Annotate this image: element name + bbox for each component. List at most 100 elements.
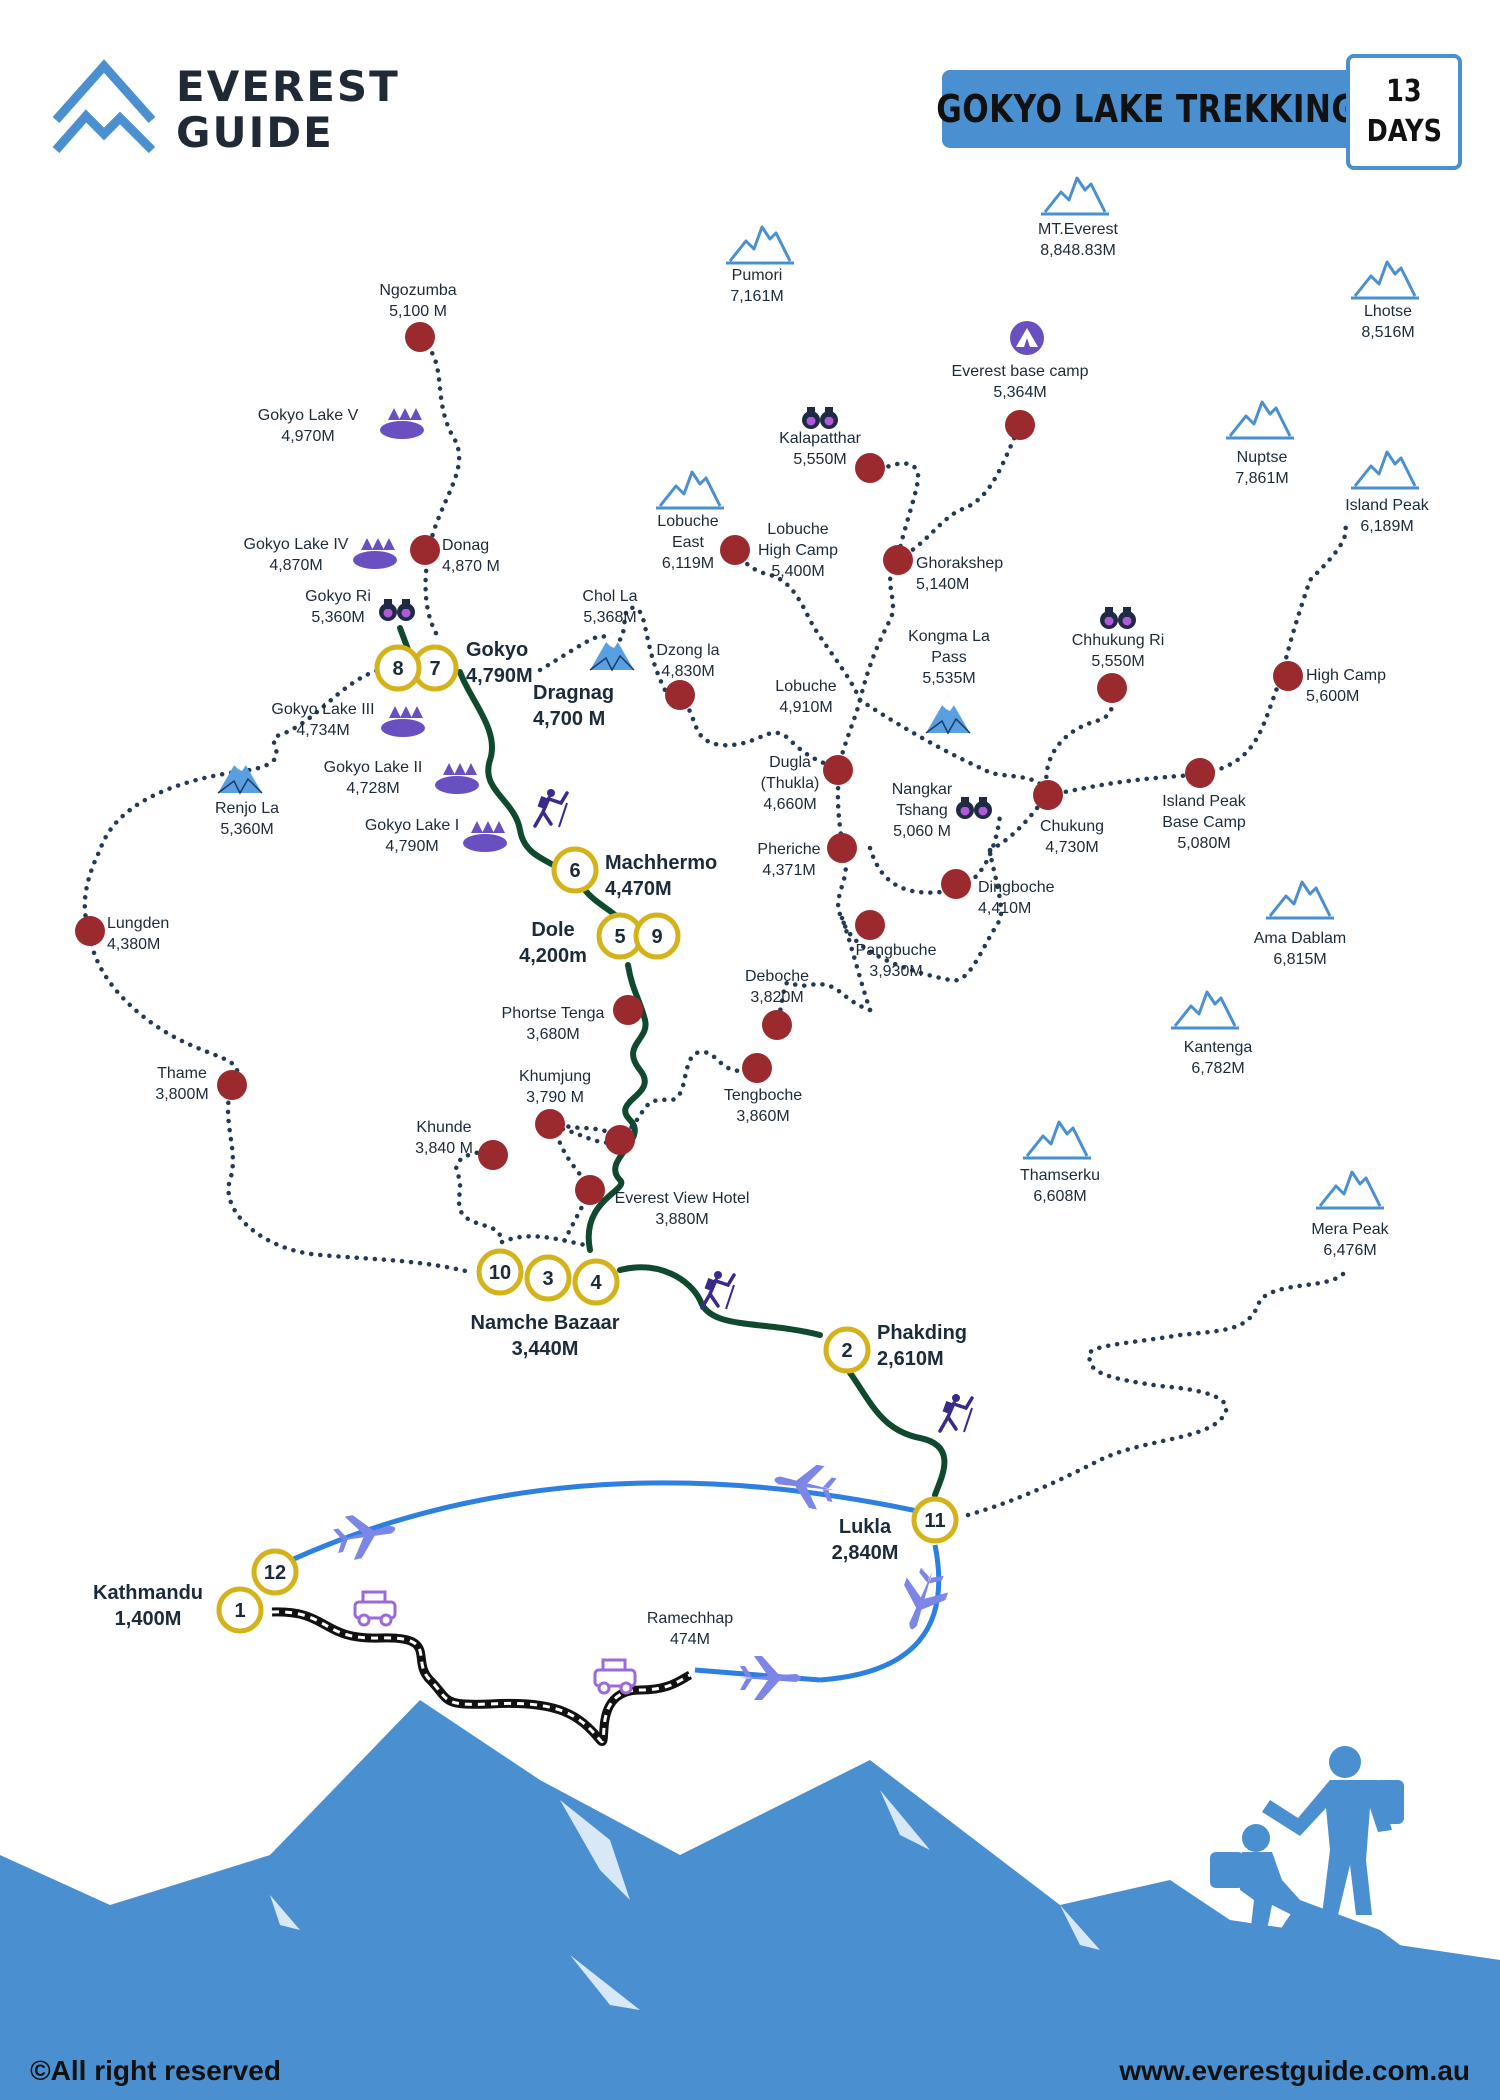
- stop-marker: [1185, 758, 1215, 788]
- mountain-peak-icon: [1039, 176, 1111, 216]
- stop-marker: [742, 1053, 772, 1083]
- day-number: 5: [614, 926, 625, 948]
- day-number: 4: [590, 1272, 602, 1294]
- brand-logo: EVEREST GUIDE: [52, 58, 398, 158]
- website-link[interactable]: www.everestguide.com.au: [1119, 2055, 1470, 2086]
- day-marker: 2: [823, 1326, 871, 1374]
- hiker-icon: [700, 1269, 736, 1311]
- day-marker: 1: [216, 1586, 264, 1634]
- day-marker: 5: [596, 912, 644, 960]
- binoculars-icon: [1100, 607, 1136, 629]
- day-marker: 6: [551, 846, 599, 894]
- stop-marker: [823, 755, 853, 785]
- stop-marker: [883, 545, 913, 575]
- tent-icon: [1010, 321, 1044, 355]
- hiker-icon: [533, 787, 569, 829]
- copyright-text: ©All right reserved: [30, 2055, 281, 2086]
- jeep-icon: [593, 1658, 637, 1695]
- mountain-logo-icon: [52, 59, 156, 154]
- stop-marker: [665, 680, 695, 710]
- stop-marker: [75, 916, 105, 946]
- stop-marker: [941, 869, 971, 899]
- day-number: 3: [542, 1268, 553, 1290]
- stop-marker: [535, 1109, 565, 1139]
- stop-markers: [75, 322, 1303, 1205]
- stop-marker: [827, 833, 857, 863]
- binoculars-icon: [956, 797, 992, 819]
- hiker-icon: [938, 1392, 974, 1434]
- stop-marker: [410, 535, 440, 565]
- day-number: 10: [489, 1262, 511, 1284]
- day-number: 12: [264, 1562, 286, 1584]
- title-banner: GOKYO LAKE TREKKING: [936, 70, 1357, 148]
- page-title: GOKYO LAKE TREKKING: [936, 87, 1358, 131]
- stop-marker: [1033, 780, 1063, 810]
- brand-line-1: EVEREST: [176, 62, 400, 111]
- mountain-peak-icon: [1169, 990, 1241, 1030]
- day-number: 7: [429, 658, 440, 680]
- airplane-icon: [740, 1656, 801, 1700]
- lake-icon: [435, 763, 479, 794]
- stop-marker: [613, 995, 643, 1025]
- mountain-peak-icon: [1264, 880, 1336, 920]
- stop-marker: [762, 1010, 792, 1040]
- duration-unit: DAYS: [1366, 114, 1442, 149]
- day-number: 11: [924, 1510, 945, 1532]
- glacier-pass-icon: [925, 694, 971, 734]
- jeep-icon: [353, 1590, 397, 1627]
- brand-name: EVEREST GUIDE: [176, 64, 400, 156]
- flight-routes: [268, 1480, 942, 1683]
- day-marker: 12: [251, 1548, 299, 1596]
- day-number: 6: [569, 860, 580, 882]
- day-marker: 3: [524, 1254, 572, 1302]
- stop-marker: [720, 535, 750, 565]
- mountain-peak-icon: [1349, 260, 1421, 300]
- brand-line-2: GUIDE: [176, 108, 334, 157]
- lake-icon: [381, 706, 425, 737]
- binoculars-icon: [379, 599, 415, 621]
- stop-marker: [1097, 673, 1127, 703]
- mountain-peak-icon: [654, 470, 726, 510]
- stop-marker: [855, 453, 885, 483]
- stop-marker: [217, 1070, 247, 1100]
- stop-marker: [1005, 410, 1035, 440]
- lake-icon: [380, 408, 424, 439]
- binoculars-icon: [802, 407, 838, 429]
